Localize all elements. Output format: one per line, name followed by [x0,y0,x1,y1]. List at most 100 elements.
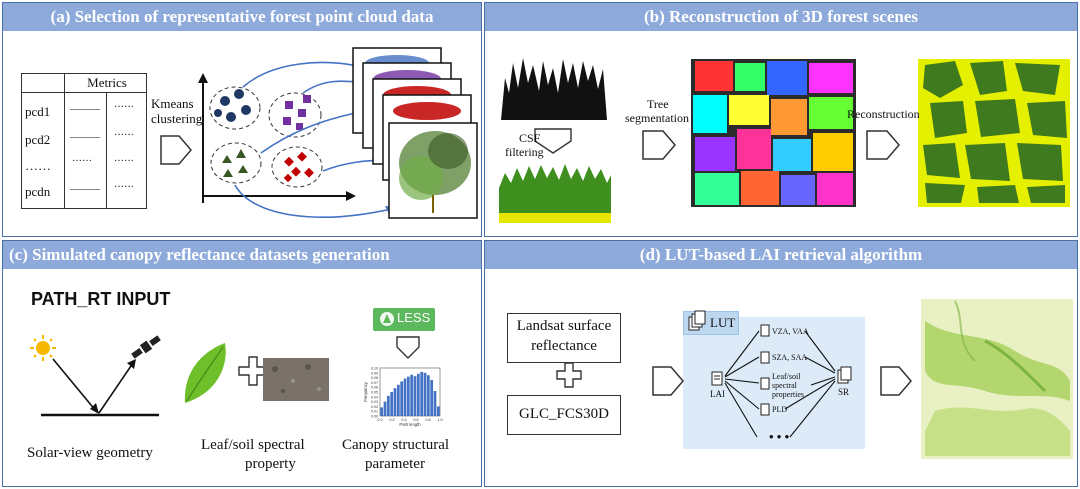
hist-ytick: 0.00 [371,415,378,419]
landsat-label-2: reflectance [531,338,597,354]
glc-label: GLC_FCS30D [518,406,610,422]
kmeans-label: Kmeans [151,96,194,111]
hist-ytick: 0.04 [371,395,378,399]
hist-xtick: 0.4 [401,418,406,422]
sun-icon [30,335,56,361]
param-label: VZA, VAA [772,327,809,336]
more-params: • • • [769,429,790,444]
leaf-icon [184,343,226,403]
hist-bar [406,376,410,416]
panel-c: (c) Simulated canopy reflectance dataset… [2,240,482,487]
hist-frame [379,367,441,417]
hist-ytick: 0.02 [371,405,378,409]
table-cell: ——— [70,184,100,195]
panel-d-graphics [556,299,1073,459]
histogram: 0.100.090.080.070.060.050.040.030.020.01… [363,367,443,428]
panel-d-title: (d) LUT-based LAI retrieval algorithm [485,241,1077,269]
metrics-table: Metrics pcd1 pcd2 …… pcdn ——— ——— ······… [21,73,147,209]
struct-label-1: Canopy structural [342,437,450,453]
landsat-label-1: Landsat surface [516,318,612,334]
hist-ytick: 0.06 [371,386,378,390]
table-cell: ······ [114,130,134,141]
hist-bar [426,375,430,416]
satellite-icon [131,335,161,359]
hist-ylabel: Frequency [363,381,368,402]
hist-ytick: 0.07 [371,381,378,385]
segmentation-map [693,61,853,205]
hist-xtick: 1.0 [437,418,442,422]
lai-label: LAI [710,389,725,399]
panel-d: (d) LUT-based LAI retrieval algorithm La… [484,240,1078,487]
hist-bar [383,401,387,416]
table-cell: ······ [114,182,134,193]
param-label: PLD [772,405,788,414]
hist-bar [420,371,424,416]
point-cloud-stack [352,47,478,219]
less-label: LESS [397,310,431,325]
hist-bar [403,378,407,416]
csf-label: CSF [519,131,541,145]
hist-bar [423,372,427,416]
hist-ytick: 0.05 [371,391,378,395]
table-cell: ······ [114,156,134,167]
panel-a-title: (a) Selection of representative forest p… [3,3,481,31]
hist-ytick: 0.01 [371,410,378,414]
panel-c-graphics: 0.100.090.080.070.060.050.040.030.020.01… [30,308,443,428]
lut-doc-icon [688,310,706,331]
hist-xtick: 0.6 [413,418,418,422]
table-row-name: …… [25,158,51,173]
panel-c-title: (c) Simulated canopy reflectance dataset… [3,241,481,269]
hist-ytick: 0.08 [371,376,378,380]
geom-label: Solar-view geometry [27,445,153,461]
filtering-label: filtering [505,145,544,159]
hist-bar [433,391,437,416]
flow-arrow-icon [160,135,192,165]
panel-b: (b) Reconstruction of 3D forest scenes [484,2,1078,237]
panel-a: (a) Selection of representative forest p… [2,2,482,237]
metrics-header: Metrics [87,75,127,90]
table-row-name: pcd2 [25,132,51,147]
landsat-box: Landsat surface reflectance [507,313,621,363]
panel-b-title: (b) Reconstruction of 3D forest scenes [485,3,1077,31]
segmentation-label: segmentation [625,111,689,125]
hist-bar [430,380,434,416]
hist-bar [393,388,397,416]
sr-label: SR [838,387,850,397]
table-cell: ——— [70,132,100,143]
hist-xlabel: Path length [399,422,421,427]
panel-b-graphics [499,58,1070,223]
panel-a-graphics [160,47,478,219]
hist-xtick: 0.0 [377,418,382,422]
hist-xtick: 0.2 [389,418,394,422]
table-cell: ······ [114,102,134,113]
param-label: Leaf/soil spectral properties [772,372,804,399]
struct-label-2: parameter [365,456,425,472]
lut-label: LUT [710,315,736,330]
tree-label: Tree [647,97,669,111]
spec-label-2: property [245,456,296,472]
glc-box: GLC_FCS30D [507,395,621,435]
hist-bar [390,392,394,416]
lai-doc-icon [711,371,723,386]
hist-ytick: 0.10 [371,367,378,371]
hist-ytick: 0.03 [371,400,378,404]
hist-bar [386,395,390,416]
hist-bar [400,381,404,416]
reconstruction-map [923,61,1067,203]
table-cell: ——— [70,104,100,115]
table-row-name: pcdn [25,184,51,199]
hist-bar [410,374,414,416]
hist-bar [396,384,400,416]
soil-texture [263,358,329,401]
hist-bar [380,407,384,416]
sr-doc-icon [837,366,852,384]
spec-label-1: Leaf/soil spectral [201,437,305,453]
reconstruction-label: Reconstruction [847,107,920,121]
hist-bar [413,376,417,416]
table-row-name: pcd1 [25,104,51,119]
hist-ytick: 0.09 [371,371,378,375]
hist-bar [436,406,440,416]
param-doc-icon [760,324,770,416]
param-label: SZA, SAA [772,353,808,362]
table-cell: ······ [72,156,92,167]
